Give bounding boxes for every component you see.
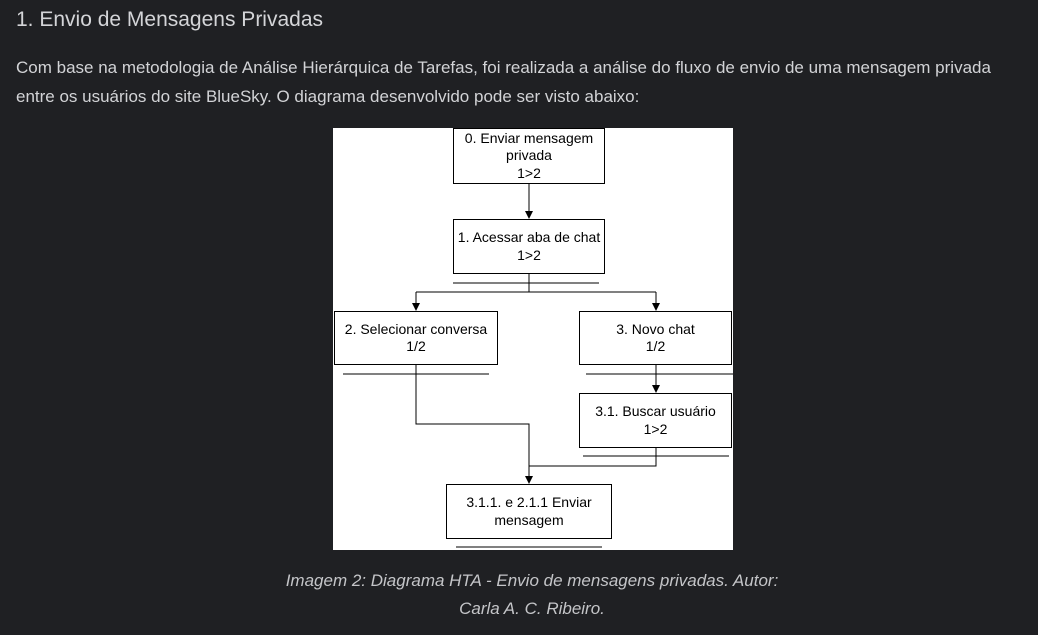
task-node-3-1-1: 3.1.1. e 2.1.1 Enviar mensagem [446, 484, 612, 539]
figure-caption: Imagem 2: Diagrama HTA - Envio de mensag… [280, 567, 784, 623]
task-node-3-1-1-title: 3.1.1. e 2.1.1 Enviar [466, 494, 592, 510]
task-node-3-1-title: 3.1. Buscar usuário [595, 403, 716, 419]
connector-2-to-311 [415, 365, 533, 484]
caption-line-2: Carla A. C. Ribeiro. [459, 599, 605, 618]
task-node-2: 2. Selecionar conversa 1/2 [334, 311, 498, 365]
task-node-3-1: 3.1. Buscar usuário 1>2 [579, 393, 732, 448]
diagram-connectors [343, 183, 733, 548]
intro-paragraph: Com base na metodologia de Análise Hierá… [16, 58, 991, 106]
task-node-1: 1. Acessar aba de chat 1>2 [453, 219, 605, 274]
task-node-3-1-plan: 1>2 [643, 420, 668, 437]
task-node-0-title-cont: privada [506, 147, 552, 164]
task-node-1-plan: 1>2 [517, 246, 541, 263]
task-node-3-1-1-title-cont: mensagem [494, 511, 564, 528]
task-node-2-title: 2. Selecionar conversa [344, 320, 488, 337]
hta-diagram: 0. Enviar mensagem privada 1>2 1. Acessa… [333, 128, 733, 550]
task-node-2-plan: 1/2 [406, 338, 426, 354]
task-node-1-title: 1. Acessar aba de chat [457, 229, 601, 245]
task-node-0: 0. Enviar mensagem privada 1>2 [453, 128, 605, 184]
connector-31-to-311 [529, 447, 657, 467]
task-node-3-title: 3. Novo chat [616, 320, 695, 337]
task-node-3-plan: 1/2 [645, 338, 666, 354]
task-node-3: 3. Novo chat 1/2 [579, 311, 732, 365]
task-node-0-plan: 1>2 [517, 164, 541, 181]
section-heading: 1. Envio de Mensagens Privadas [16, 8, 324, 31]
caption-line-1: Imagem 2: Diagrama HTA - Envio de mensag… [285, 571, 779, 590]
task-node-0-title: 0. Enviar mensagem [464, 129, 594, 146]
